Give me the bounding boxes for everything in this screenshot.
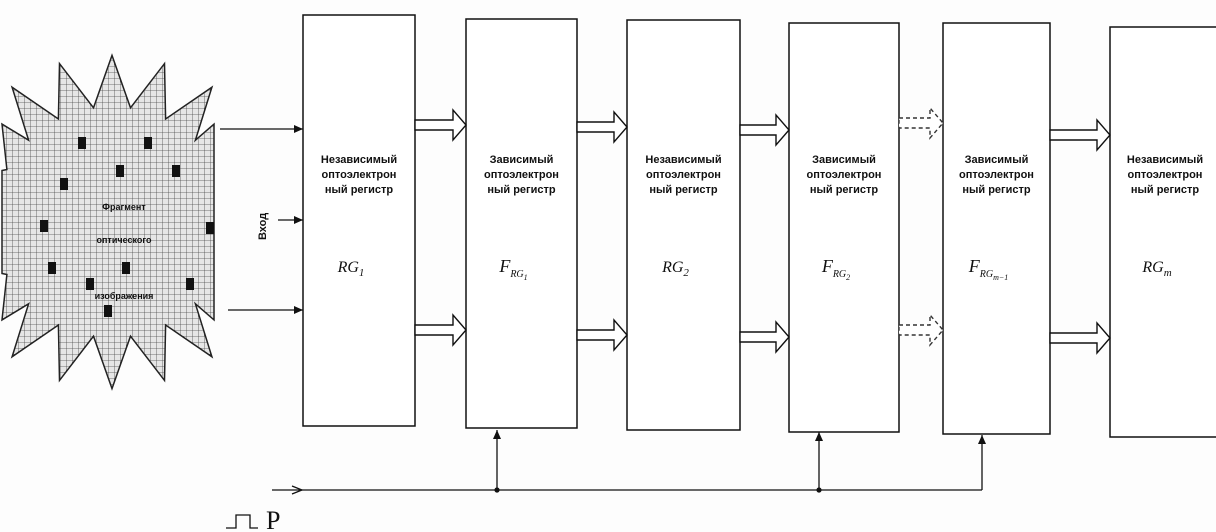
dark-pixel — [116, 165, 124, 177]
register-title-line: Зависимый — [965, 154, 1029, 166]
dark-pixel — [104, 305, 112, 317]
register-title-line: ный регистр — [810, 184, 879, 196]
transfer-arrow — [415, 110, 466, 140]
fragment-star-shape — [2, 55, 214, 388]
dark-pixel — [206, 222, 214, 234]
transfer-arrow — [577, 112, 627, 142]
register-title-line: Зависимый — [812, 154, 876, 166]
pulse-icon — [226, 515, 258, 528]
register-box — [466, 19, 577, 428]
transfer-arrow-dashed — [899, 108, 943, 138]
transfer-arrow — [577, 320, 627, 350]
register-title-line: ный регистр — [649, 184, 718, 196]
register-box — [789, 23, 899, 432]
dark-pixel — [48, 262, 56, 274]
fragment-label-line-1: Фрагмент — [102, 202, 146, 212]
register-title-line: ный регистр — [487, 184, 556, 196]
dark-pixel — [40, 220, 48, 232]
register-title-line: оптоэлектрон — [1128, 169, 1203, 181]
register-title-line: оптоэлектрон — [959, 169, 1034, 181]
dark-pixel — [186, 278, 194, 290]
register-title-line: Зависимый — [490, 154, 554, 166]
register-title-line: оптоэлектрон — [646, 169, 721, 181]
input-label: Вход — [257, 213, 269, 240]
dark-pixel — [86, 278, 94, 290]
fragment-label-line-3: изображения — [95, 291, 154, 301]
register-title-line: ный регистр — [962, 184, 1031, 196]
register-title-line: Независимый — [645, 154, 721, 166]
clock-label: P — [266, 506, 280, 532]
transfer-arrow — [740, 322, 789, 352]
dark-pixel — [78, 137, 86, 149]
register-title-line: Независимый — [1127, 154, 1203, 166]
dark-pixel — [60, 178, 68, 190]
clock-pulse-symbol: P — [226, 506, 280, 532]
register-title-line: ный регистр — [325, 184, 394, 196]
dark-pixel — [122, 262, 130, 274]
transfer-arrow — [740, 115, 789, 145]
transfer-arrow-dashed — [899, 315, 943, 345]
transfer-arrow — [1050, 323, 1110, 353]
register-title-line: ный регистр — [1131, 184, 1200, 196]
register-title-line: оптоэлектрон — [807, 169, 882, 181]
register-box — [303, 15, 415, 426]
clock-bus — [272, 430, 982, 494]
register-title-line: оптоэлектрон — [484, 169, 559, 181]
register-title-line: Независимый — [321, 154, 397, 166]
transfer-arrow — [1050, 120, 1110, 150]
dark-pixel — [144, 137, 152, 149]
optical-image-fragment: Фрагмент оптического изображения — [2, 55, 214, 388]
fragment-label-line-2: оптического — [96, 235, 152, 245]
clock-junction-2 — [816, 487, 821, 492]
register-title-line: оптоэлектрон — [322, 169, 397, 181]
transfer-arrow — [415, 315, 466, 345]
register-box — [943, 23, 1050, 434]
register-box — [1110, 27, 1216, 437]
clock-junction-1 — [494, 487, 499, 492]
register-box — [627, 20, 740, 430]
dark-pixel — [172, 165, 180, 177]
